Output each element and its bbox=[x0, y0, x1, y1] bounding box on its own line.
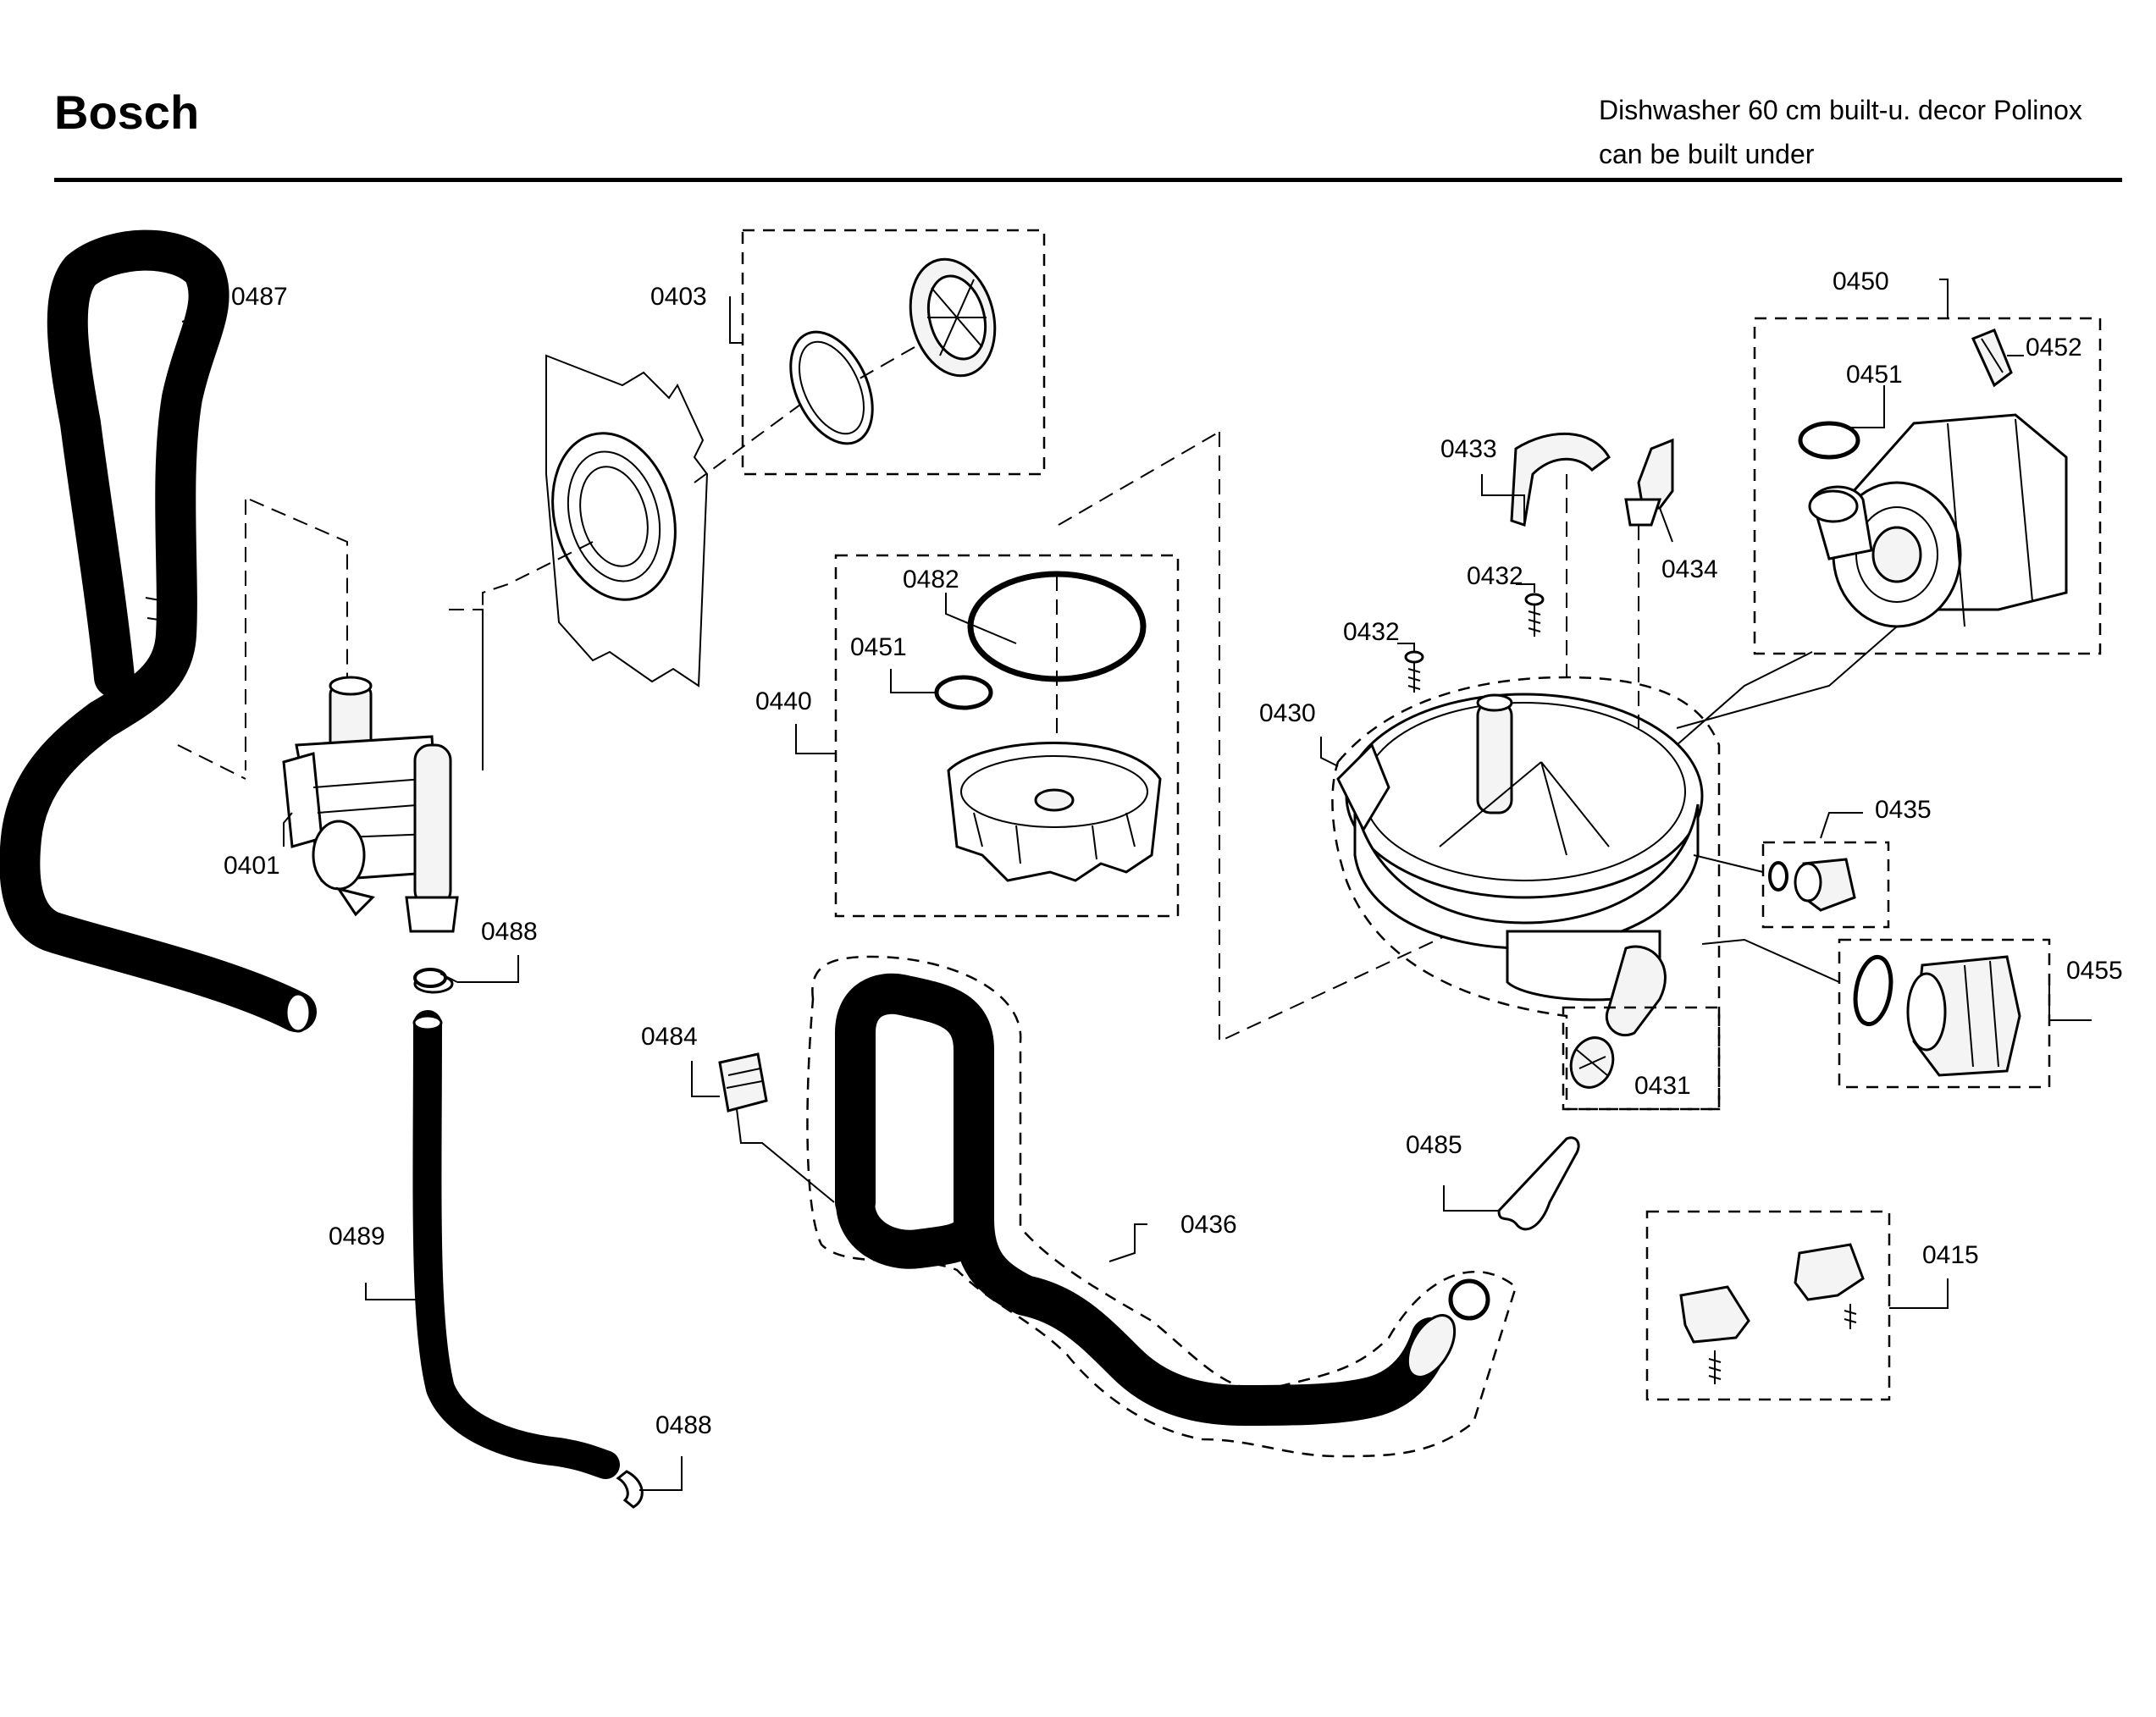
label-0440: 0440 bbox=[755, 687, 812, 715]
fixing-clips-drawing bbox=[1679, 1243, 1949, 1384]
label-0488-upper: 0488 bbox=[481, 918, 538, 946]
pump-sump-drawing bbox=[1320, 693, 1704, 1037]
leader-lines bbox=[181, 295, 1499, 1300]
connecting-hose-drawing bbox=[412, 974, 644, 1509]
circulation-hose-drawing bbox=[835, 973, 1490, 1426]
label-0484: 0484 bbox=[641, 1023, 698, 1051]
screw-left-drawing bbox=[1397, 643, 1424, 693]
screw-right-drawing bbox=[1516, 583, 1545, 637]
label-0434: 0434 bbox=[1661, 555, 1718, 583]
label-0450: 0450 bbox=[1833, 268, 1889, 295]
label-0452: 0452 bbox=[2026, 334, 2082, 362]
hose-clamp-lower-drawing bbox=[639, 1456, 683, 1491]
hose-holder-drawing bbox=[1497, 1136, 1580, 1231]
label-0401: 0401 bbox=[224, 852, 280, 880]
box-0440 bbox=[834, 554, 1180, 918]
box-0431 bbox=[1562, 1006, 1721, 1111]
box-0435 bbox=[1761, 841, 1890, 929]
model-line-2: can be built under bbox=[1599, 139, 1815, 169]
label-0435: 0435 bbox=[1875, 796, 1932, 824]
label-0415: 0415 bbox=[1922, 1241, 1979, 1269]
drain-valve-drawing bbox=[177, 499, 484, 933]
drain-pump-drawing bbox=[1701, 938, 2092, 1077]
box-0455 bbox=[1838, 938, 2051, 1089]
heat-pump-drawing bbox=[1676, 279, 2068, 746]
label-0488-lower: 0488 bbox=[655, 1411, 712, 1439]
label-0489: 0489 bbox=[329, 1223, 385, 1250]
label-0436: 0436 bbox=[1180, 1211, 1237, 1239]
label-0451-middle: 0451 bbox=[850, 633, 907, 661]
box-0403 bbox=[741, 229, 1046, 476]
model-line-1: Dishwasher 60 cm built-u. decor Polinox bbox=[1599, 95, 2082, 125]
model-description: Dishwasher 60 cm built-u. decor Polinox … bbox=[1599, 88, 2082, 176]
label-0485: 0485 bbox=[1406, 1131, 1462, 1159]
hose-clamp-upper-drawing bbox=[413, 955, 519, 988]
sensor-drawing bbox=[1693, 812, 1863, 912]
box-0430 bbox=[1331, 676, 1721, 1111]
label-0487: 0487 bbox=[231, 283, 288, 311]
sensor-bracket-drawing bbox=[1624, 438, 1674, 728]
label-0432-left: 0432 bbox=[1343, 618, 1400, 646]
bracket-arc-drawing bbox=[1481, 432, 1611, 677]
pump-pot-lower-drawing bbox=[934, 431, 1474, 1043]
box-0415 bbox=[1645, 1210, 1891, 1401]
label-0431: 0431 bbox=[1634, 1072, 1691, 1100]
membrane-cover-drawing bbox=[789, 257, 997, 445]
box-0450 bbox=[1753, 317, 2102, 655]
label-0455: 0455 bbox=[2066, 957, 2123, 985]
non-return-valve-drawing bbox=[1569, 1036, 1615, 1089]
brand-title: Bosch bbox=[54, 86, 200, 139]
label-0403: 0403 bbox=[650, 283, 707, 311]
part-labels: 0487 0403 0401 0488 0489 0488 0482 0451 … bbox=[224, 268, 2123, 1439]
label-0482: 0482 bbox=[903, 566, 959, 593]
header-rule bbox=[54, 178, 2122, 182]
label-0432-right: 0432 bbox=[1467, 562, 1523, 590]
membrane-frame-drawing bbox=[482, 354, 856, 770]
label-0451-pump: 0451 bbox=[1846, 361, 1903, 389]
label-0433: 0433 bbox=[1440, 435, 1497, 463]
retaining-clip-drawing bbox=[718, 1052, 835, 1203]
label-0430: 0430 bbox=[1259, 699, 1316, 727]
drain-hose-drawing bbox=[0, 229, 317, 1033]
